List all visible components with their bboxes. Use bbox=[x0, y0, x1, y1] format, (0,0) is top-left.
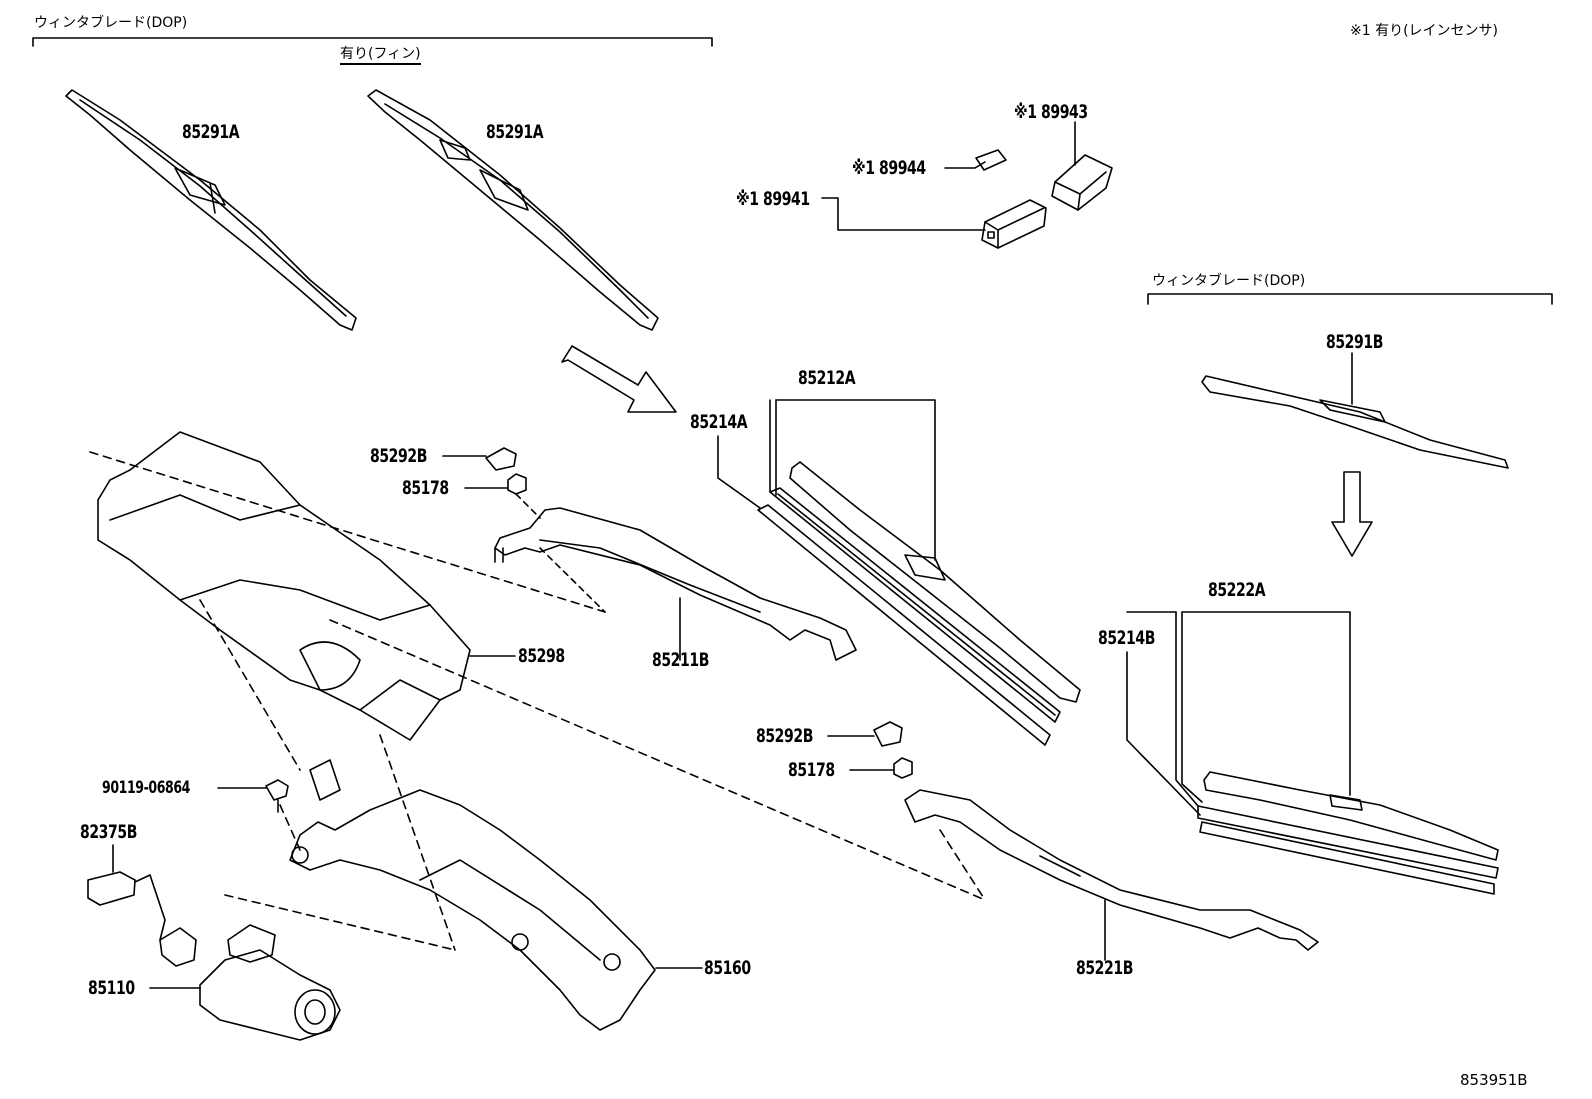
wiper-blade-85291b bbox=[1201, 352, 1509, 469]
group-label-right: ウィンタブレード(DOP) bbox=[1152, 273, 1306, 289]
wiper-arm-85221b bbox=[904, 789, 1319, 961]
wiper-linkage-85160 bbox=[289, 759, 703, 1031]
part-label-85214b[interactable]: 85214B bbox=[1098, 627, 1155, 649]
cowl-panel-85298 bbox=[97, 431, 516, 741]
part-label-85291a-left[interactable]: 85291A bbox=[182, 121, 240, 143]
part-label-89944[interactable]: ※1 89944 bbox=[852, 157, 926, 179]
sensor-cover-89943 bbox=[1051, 154, 1113, 211]
nut-85178-upper bbox=[464, 473, 541, 519]
right-group-bracket bbox=[1147, 293, 1553, 305]
group-label-left: ウィンタブレード(DOP) bbox=[34, 15, 188, 31]
part-label-89943[interactable]: ※1 89943 bbox=[1014, 101, 1088, 123]
cap-85292b-upper bbox=[442, 447, 517, 471]
diagram-code: 853951B bbox=[1460, 1071, 1528, 1089]
note-rain-sensor: ※1 有り(レインセンサ) bbox=[1350, 23, 1499, 39]
wiper-blade-85291a-right bbox=[367, 89, 659, 331]
part-label-89941[interactable]: ※1 89941 bbox=[736, 188, 810, 210]
part-label-85178-lower[interactable]: 85178 bbox=[788, 759, 835, 781]
part-label-85292b-upper[interactable]: 85292B bbox=[370, 445, 427, 467]
nut-85178-lower bbox=[849, 757, 913, 779]
wiper-blade-85212a bbox=[717, 399, 1081, 746]
alignment-dashes bbox=[89, 451, 986, 951]
wiper-motor-85110 bbox=[149, 924, 341, 1041]
arrow-right-icon bbox=[561, 345, 677, 413]
part-label-85291a-right[interactable]: 85291A bbox=[486, 121, 544, 143]
part-label-85298[interactable]: 85298 bbox=[518, 645, 565, 667]
part-label-85291b[interactable]: 85291B bbox=[1326, 331, 1383, 353]
sensor-pad-89944 bbox=[975, 149, 1007, 171]
part-label-85222a[interactable]: 85222A bbox=[1208, 579, 1266, 601]
part-label-85160[interactable]: 85160 bbox=[704, 957, 751, 979]
cap-85292b-lower bbox=[827, 721, 903, 747]
wiper-arm-85211b bbox=[494, 507, 857, 661]
part-label-85221b[interactable]: 85221B bbox=[1076, 957, 1133, 979]
part-label-85178-upper[interactable]: 85178 bbox=[402, 477, 449, 499]
arrow-down-icon bbox=[1331, 471, 1373, 557]
rain-sensor-89941 bbox=[981, 199, 1047, 249]
part-label-85110[interactable]: 85110 bbox=[88, 977, 135, 999]
part-label-82375b[interactable]: 82375B bbox=[80, 821, 137, 843]
group-sublabel-fin: 有り(フィン) bbox=[340, 46, 421, 65]
wiper-blade-85222a bbox=[1126, 611, 1499, 895]
part-label-85211b[interactable]: 85211B bbox=[652, 649, 709, 671]
part-label-85212a[interactable]: 85212A bbox=[798, 367, 856, 389]
connector-82375b bbox=[87, 844, 197, 967]
bolt-90119 bbox=[217, 779, 289, 813]
part-label-85292b-lower[interactable]: 85292B bbox=[756, 725, 813, 747]
left-group-bracket bbox=[32, 37, 713, 47]
part-label-85214a[interactable]: 85214A bbox=[690, 411, 748, 433]
wiper-blade-85291a-left bbox=[65, 89, 357, 331]
part-label-90119-06864[interactable]: 90119-06864 bbox=[102, 778, 190, 798]
